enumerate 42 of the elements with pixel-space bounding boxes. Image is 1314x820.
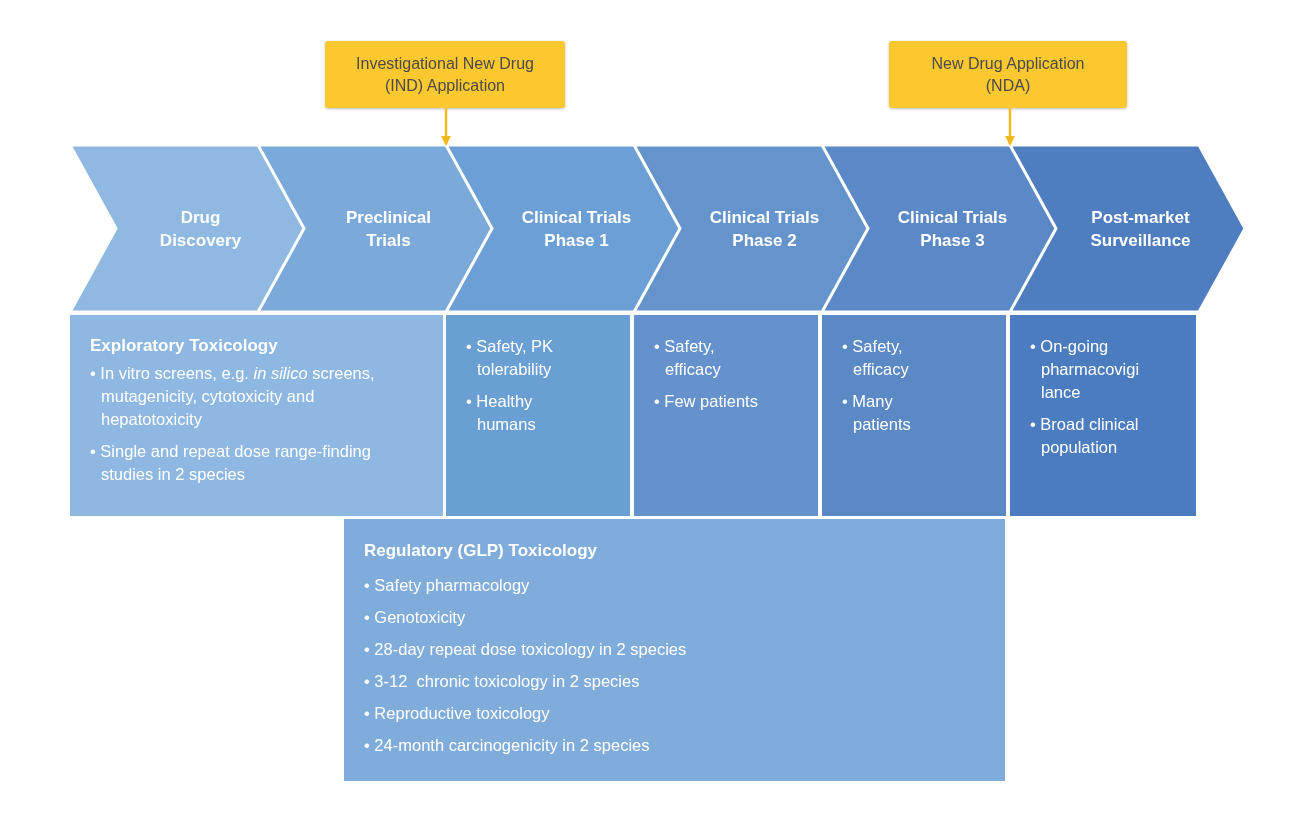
- bullet-text: • 24-month carcinogenicity in 2 species: [364, 735, 651, 756]
- bullet-text: • 3-12 chronic toxicology in 2 species: [364, 671, 641, 692]
- stage-label: Post-market Surveillance: [1089, 206, 1192, 252]
- bullet-text: • Genotoxicity: [364, 607, 467, 628]
- detail-panel: [344, 519, 1005, 781]
- bullet-text: • Safety, efficacy: [842, 336, 910, 380]
- detail-panel: [446, 315, 630, 516]
- stage-label: Clinical Trials Phase 1: [520, 206, 633, 252]
- bullet-text: • Safety, PK tolerability: [466, 336, 555, 380]
- arrow: [1005, 108, 1015, 146]
- milestone-label: New Drug Application (NDA): [930, 53, 1086, 96]
- bullet-text: • Reproductive toxicology: [364, 703, 551, 724]
- process-step: [446, 145, 681, 312]
- stage-label: Preclinical Trials: [344, 206, 433, 252]
- detail-panel: [1010, 315, 1196, 516]
- bullet-text: • 28-day repeat dose toxicology in 2 species: [364, 639, 688, 660]
- detail-panel: [634, 315, 818, 516]
- bullet-text: • Safety pharmacology: [364, 575, 531, 596]
- panel-heading: Exploratory Toxicology: [90, 335, 279, 357]
- process-step: [258, 145, 493, 312]
- bullet-text: • Safety, efficacy: [654, 336, 722, 380]
- bullet-text: • In vitro screens, e.g. in silico screens, mutagenicity, cytotoxicity and hepatotoxicity: [90, 363, 376, 430]
- milestone-box: [889, 41, 1127, 108]
- process-step: [70, 145, 305, 312]
- bullet-text: • Single and repeat dose range-finding studies in 2 species: [90, 441, 372, 485]
- detail-panel: [70, 315, 443, 516]
- bullet-text: • Many patients: [842, 391, 912, 435]
- arrow: [441, 108, 451, 146]
- detail-panel: [822, 315, 1006, 516]
- milestone-label: Investigational New Drug (IND) Application: [355, 53, 535, 96]
- bullet-text: • Healthy humans: [466, 391, 537, 435]
- stage-label: Drug Discovery: [158, 206, 243, 252]
- process-step: [1010, 145, 1245, 312]
- stage-label: Clinical Trials Phase 2: [708, 206, 821, 252]
- panel-heading: Regulatory (GLP) Toxicology: [364, 540, 598, 562]
- process-step: [822, 145, 1057, 312]
- stage-label: Clinical Trials Phase 3: [896, 206, 1009, 252]
- bullet-text: • Broad clinical population: [1030, 414, 1140, 458]
- process-step: [634, 145, 869, 312]
- milestone-box: [325, 41, 565, 108]
- bullet-text: • On-going pharmacovigilance: [1030, 336, 1141, 403]
- bullet-text: • Few patients: [654, 391, 758, 412]
